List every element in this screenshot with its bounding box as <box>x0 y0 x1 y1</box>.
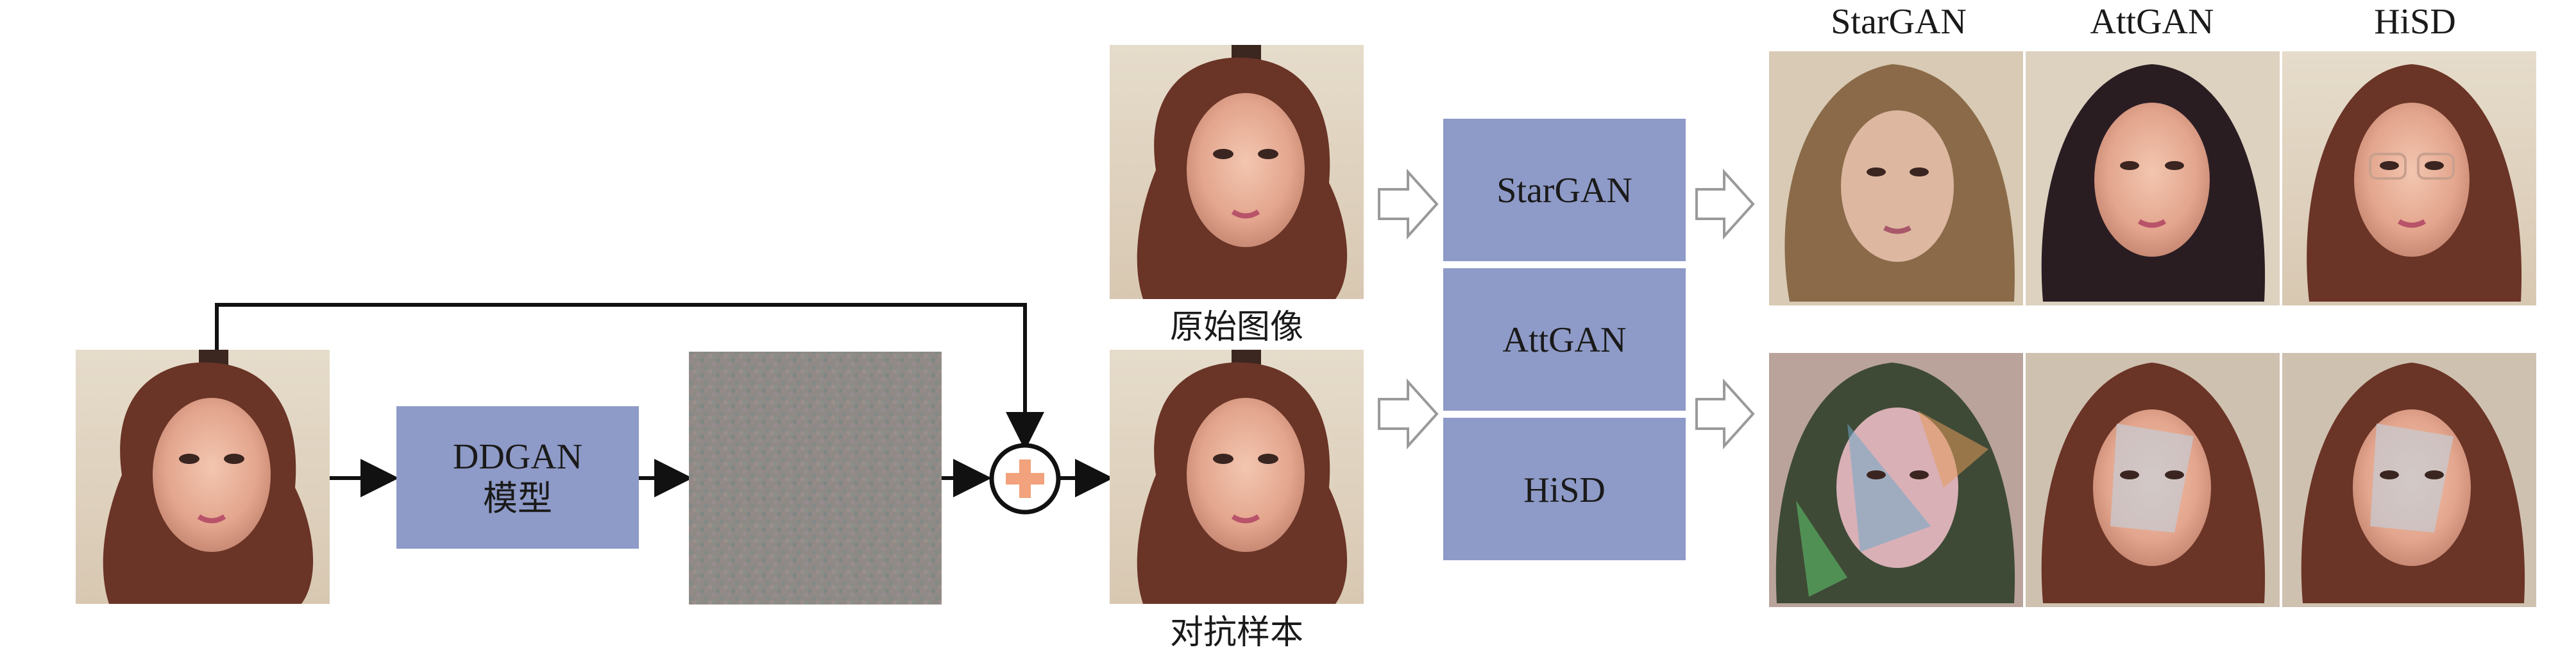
original-image-label: 原始图像 <box>1170 308 1303 347</box>
hollow-arrow-adversarial-to-models <box>1378 378 1439 450</box>
output-adversarial-stargan <box>1769 353 2023 607</box>
plus-circle-icon <box>989 443 1061 515</box>
model-attgan-box: AttGAN <box>1443 268 1686 411</box>
output-original-hisd <box>2282 51 2536 305</box>
hollow-arrow-models-to-adversarial-outputs <box>1695 378 1755 450</box>
arrow-skip-connection <box>215 303 1044 450</box>
column-header-stargan: StarGAN <box>1831 2 1967 42</box>
output-original-stargan <box>1769 51 2023 305</box>
hollow-arrow-original-to-models <box>1378 168 1439 240</box>
model-stargan-label: StarGAN <box>1496 171 1632 210</box>
original-face-image <box>1110 45 1364 299</box>
adversarial-face-image <box>1110 350 1364 604</box>
output-adversarial-hisd <box>2282 353 2536 607</box>
ddgan-label-cn: 模型 <box>483 478 552 519</box>
glasses-icon <box>2369 153 2407 180</box>
model-stargan-box: StarGAN <box>1443 119 1686 261</box>
perturbation-noise-image <box>689 352 942 605</box>
ddgan-label: DDGAN <box>453 437 582 477</box>
model-attgan-label: AttGAN <box>1503 320 1627 360</box>
model-hisd-box: HiSD <box>1443 418 1686 560</box>
model-hisd-label: HiSD <box>1523 470 1606 510</box>
output-adversarial-attgan <box>2026 353 2280 607</box>
hollow-arrow-models-to-original-outputs <box>1695 168 1755 240</box>
input-face-image <box>76 350 330 604</box>
output-original-attgan <box>2026 51 2280 305</box>
adversarial-image-label: 对抗样本 <box>1170 613 1303 652</box>
column-header-attgan: AttGAN <box>2090 2 2214 42</box>
ddgan-model-box: DDGAN 模型 <box>396 406 639 549</box>
column-header-hisd: HiSD <box>2374 2 2456 42</box>
